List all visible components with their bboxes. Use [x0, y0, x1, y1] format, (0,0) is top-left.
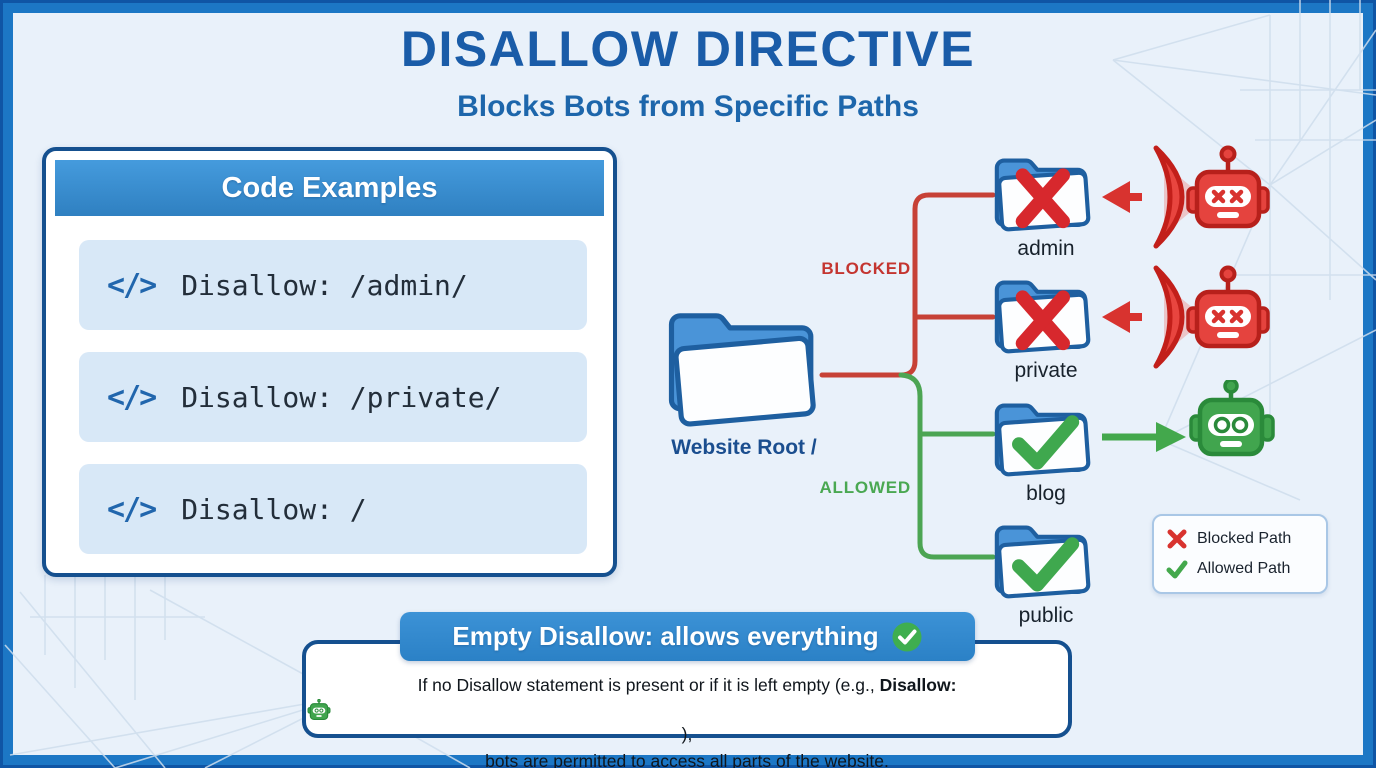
check-mark-icon [1012, 537, 1080, 592]
robot-blocked-icon [1186, 145, 1270, 229]
x-mark-icon [1015, 168, 1070, 229]
allowed-branch-label: ALLOWED [819, 478, 911, 497]
blocked-branch-label: BLOCKED [821, 259, 911, 278]
x-mark-icon [1167, 529, 1187, 549]
shield-barrier-icon [1153, 145, 1185, 249]
legend-label: Blocked Path [1197, 530, 1292, 547]
code-row-admin: </> Disallow: /admin/ [79, 240, 587, 330]
folder-x-icon [994, 280, 1091, 354]
folder-node-admin: admin [985, 144, 1107, 261]
robot-allowed-icon [1189, 380, 1275, 457]
page-title: DISALLOW DIRECTIVE [400, 21, 976, 77]
folder-check-icon [994, 403, 1091, 477]
folder-label: blog [1026, 482, 1066, 505]
legend-item-blocked: Blocked Path [1166, 528, 1314, 550]
website-root-label: Website Root / [671, 436, 817, 459]
code-examples-panel: Code Examples </> Disallow: /admin/ </> … [42, 147, 617, 577]
blocked-robot-group-admin [1098, 142, 1314, 252]
code-text: Disallow: / [181, 492, 367, 526]
folder-node-public: public [985, 511, 1107, 628]
folder-label: public [1018, 604, 1074, 627]
legend-item-allowed: Allowed Path [1166, 558, 1314, 580]
note-line1-bold: Disallow: [879, 675, 957, 695]
blocked-robot-group-private [1098, 262, 1314, 372]
code-row-root: </> Disallow: / [79, 464, 587, 554]
website-root-folder-icon [656, 294, 828, 434]
code-examples-header: Code Examples [55, 160, 604, 216]
legend-label: Allowed Path [1197, 560, 1291, 577]
robot-inline-icon [307, 699, 331, 721]
robot-blocked-icon [1186, 265, 1270, 349]
note-line2: bots are permitted to access all parts o… [485, 751, 889, 768]
shield-barrier-icon [1153, 265, 1185, 369]
check-mark-icon [1166, 560, 1188, 579]
note-line1-pre: If no Disallow statement is present or i… [417, 675, 880, 695]
code-tag-icon: </> [107, 491, 157, 527]
check-mark-icon [1012, 415, 1080, 470]
code-tag-icon: </> [107, 379, 157, 415]
code-tag-icon: </> [107, 267, 157, 303]
allowed-robot-group-blog [1098, 380, 1314, 484]
page-subtitle: Blocks Bots from Specific Paths [457, 90, 919, 123]
empty-disallow-banner: Empty Disallow: allows everything [400, 612, 975, 661]
note-line1-post: ), [681, 724, 693, 744]
blocked-branch-line [819, 192, 996, 378]
banner-text: Empty Disallow: allows everything [452, 621, 879, 651]
legend-box: Blocked Path Allowed Path [1152, 514, 1328, 594]
check-circle-icon [892, 622, 922, 651]
x-mark-icon [1015, 290, 1070, 351]
allowed-branch-line [898, 372, 996, 560]
code-row-private: </> Disallow: /private/ [79, 352, 587, 442]
code-text: Disallow: /private/ [181, 380, 502, 414]
folder-label: private [1014, 359, 1078, 382]
folder-check-icon [994, 525, 1091, 599]
code-text: Disallow: /admin/ [181, 268, 468, 302]
folder-node-blog: blog [985, 389, 1107, 506]
folder-label: admin [1017, 237, 1075, 260]
folder-node-private: private [985, 266, 1107, 383]
folder-x-icon [994, 158, 1091, 232]
note-body-text: If no Disallow statement is present or i… [306, 672, 1068, 768]
